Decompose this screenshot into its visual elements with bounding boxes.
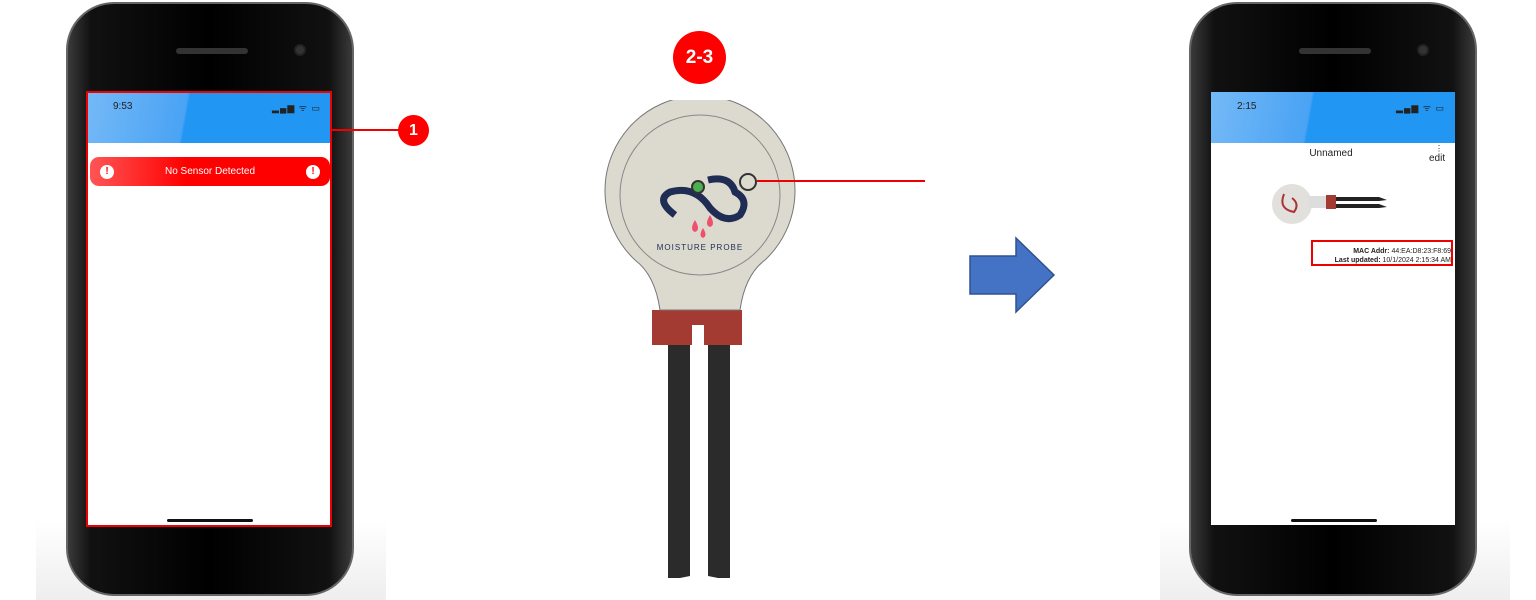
warning-icon: ! [100, 165, 114, 179]
updated-label: Last updated: [1334, 257, 1381, 264]
speaker [176, 48, 248, 54]
arrow-right-icon [969, 236, 1056, 314]
home-indicator [1291, 519, 1377, 522]
app-header: 2:15 ▂▄▆ ᯤ ▭ [1211, 92, 1455, 143]
banner-text: No Sensor Detected [164, 166, 256, 177]
speaker [1299, 48, 1371, 54]
device-name: Unnamed [1309, 148, 1353, 159]
highlight-box [86, 91, 332, 527]
callout-line [757, 180, 925, 182]
moisture-probe-image: MOISTURE PROBE [604, 100, 796, 578]
status-time: 2:15 [1237, 101, 1257, 112]
status-icons: ▂▄▆ ᯤ ▭ [272, 103, 321, 113]
camera [1417, 44, 1429, 56]
mac-value: 44:EA:D8:23:F8:69 [1391, 248, 1451, 255]
mac-label: MAC Addr: [1353, 248, 1390, 255]
right-screen: 2:15 ▂▄▆ ᯤ ▭ Unnamed ⋮ edit MAC Addr: 44… [1211, 92, 1455, 525]
callout-line [331, 129, 401, 131]
status-time: 9:53 [113, 101, 133, 112]
app-header: 9:53 ▂▄▆ ᯤ ▭ [87, 92, 331, 143]
camera [294, 44, 306, 56]
warning-icon: ! [306, 165, 320, 179]
menu-icon[interactable]: ⋮ [1435, 144, 1443, 153]
probe-thumbnail [1272, 184, 1387, 224]
callout-2-3: 2-3 [673, 31, 726, 84]
updated-value: 10/1/2024 2:15:34 AM [1382, 257, 1452, 264]
left-screen: 9:53 ▂▄▆ ᯤ ▭ ! No Sensor Detected ! [87, 92, 331, 525]
device-info: MAC Addr: 44:EA:D8:23:F8:69 Last updated… [1335, 247, 1451, 265]
edit-button[interactable]: edit [1429, 153, 1446, 164]
callout-1: 1 [398, 115, 429, 146]
status-icons: ▂▄▆ ᯤ ▭ [1396, 103, 1445, 113]
home-indicator [167, 519, 253, 522]
probe-label: MOISTURE PROBE [657, 243, 743, 252]
highlight-box [1311, 240, 1453, 266]
no-sensor-banner: ! No Sensor Detected ! [90, 157, 330, 186]
